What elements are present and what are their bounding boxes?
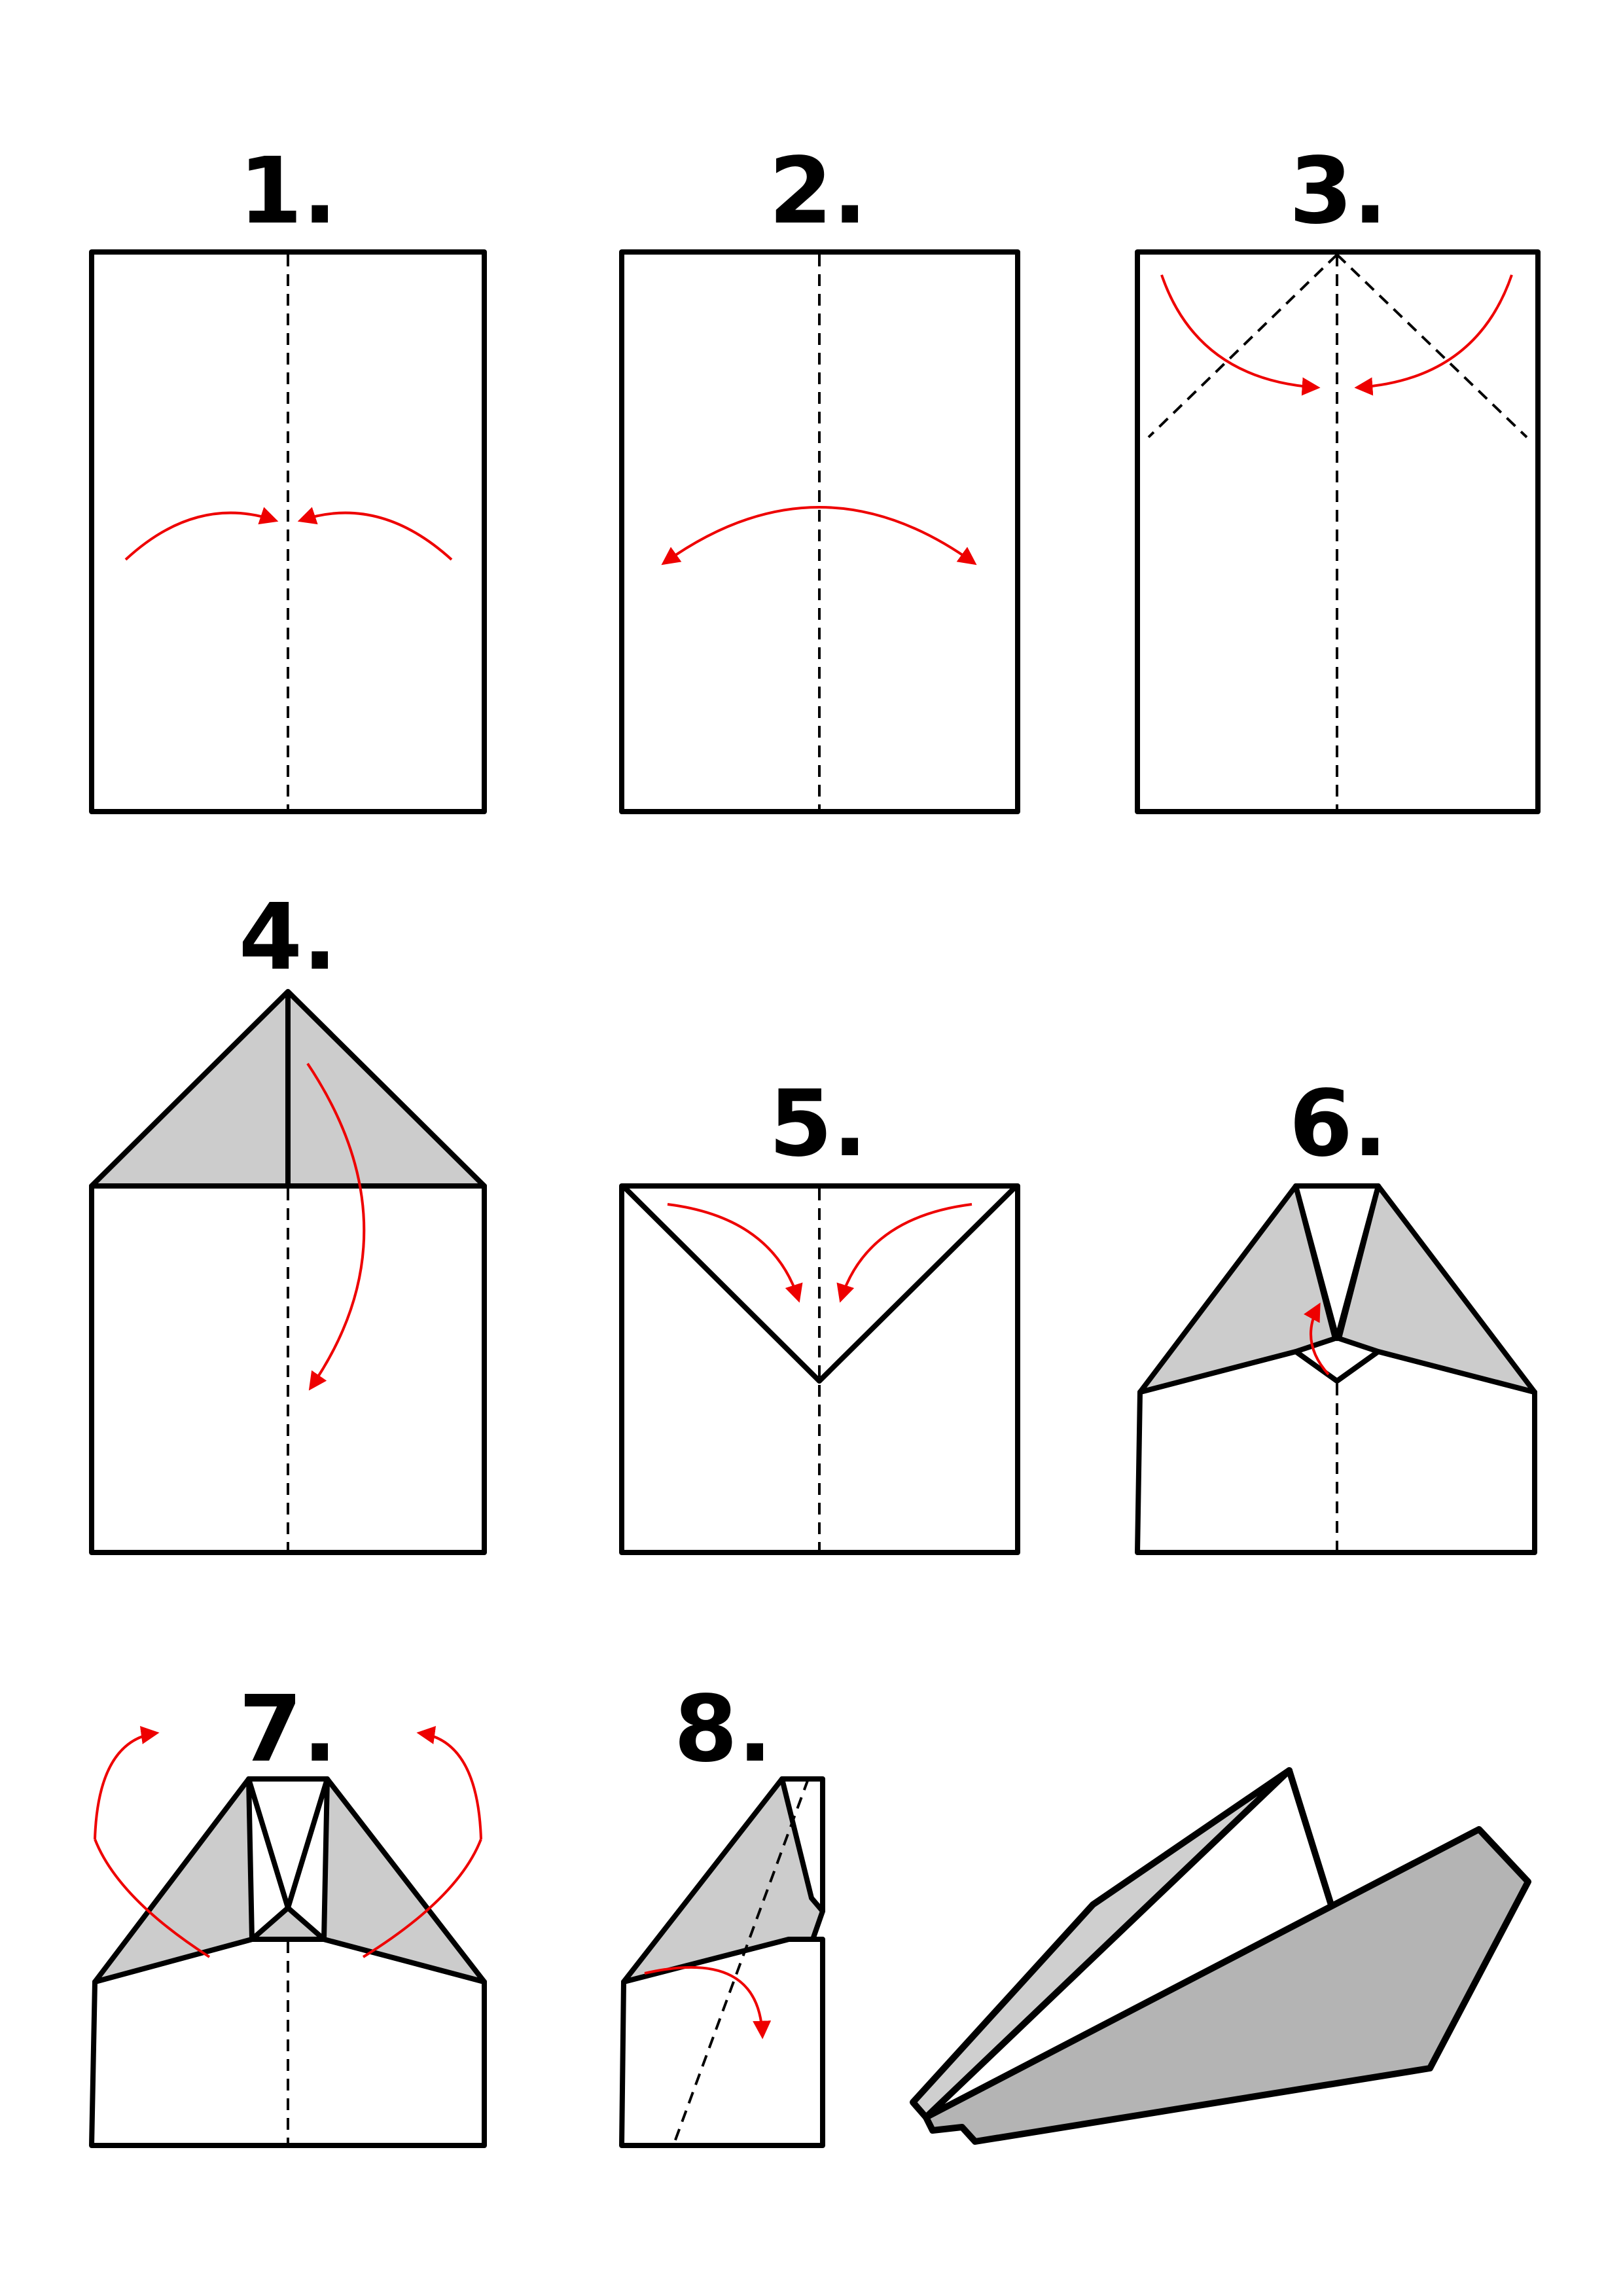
step-7-fold-arrow-right-tail [362, 1839, 482, 1958]
step-7: 7. [89, 1676, 487, 2148]
step-7-center-tab [249, 1905, 327, 1942]
step-2-unfold-arrow [661, 506, 977, 565]
step-6-tip-notch [1294, 1349, 1380, 1384]
step-6-fold-up-arrow [1303, 1302, 1330, 1376]
plane-near-wing [923, 1826, 1531, 2145]
step-1-fold-arrow-left [124, 507, 279, 561]
step-1: 1. [89, 138, 487, 814]
step-1-fold-arrow-right [297, 507, 453, 561]
step-3-fold-arrow-right [1354, 274, 1513, 396]
step-1-number: 1. [239, 138, 338, 245]
step-8-fold-down-arrow [644, 1965, 772, 2039]
step-5-fold-arrow-left [667, 1203, 803, 1303]
step-7-right-flap [321, 1776, 487, 1984]
step-5: 5. [619, 1071, 1020, 1555]
finished-paper-airplane [910, 1767, 1531, 2145]
step-7-number: 7. [239, 1676, 338, 1783]
step-7-fold-arrow-right [416, 1726, 482, 1840]
step-5-number: 5. [769, 1071, 868, 1177]
step-8-number: 8. [674, 1676, 773, 1783]
step-3-diagonal-crease-left [1147, 253, 1338, 439]
step-3: 3. [1135, 138, 1541, 814]
step-8: 8. [619, 1676, 825, 2148]
step-3-diagonal-crease-right [1336, 253, 1528, 439]
step-5-folded-edges [623, 1186, 1016, 1384]
step-7-fold-arrow-left [94, 1726, 160, 1840]
step-7-fold-arrow-left-tail [94, 1839, 211, 1958]
step-4: 4. [89, 884, 487, 1555]
step-4-number: 4. [239, 884, 338, 991]
step-6: 6. [1135, 1071, 1537, 1555]
step-4-fold-down-arrow [306, 1062, 366, 1391]
step-6-number: 6. [1289, 1071, 1388, 1177]
step-2: 2. [619, 138, 1020, 814]
step-7-left-flap [92, 1776, 255, 1984]
step-8-wing-crease [673, 1778, 810, 2144]
step-6-tip-triangle [1293, 1183, 1381, 1341]
step-7-tip-triangle [246, 1776, 330, 1910]
step-2-number: 2. [769, 138, 868, 245]
step-3-number: 3. [1289, 138, 1388, 245]
step-3-fold-arrow-left [1160, 274, 1321, 396]
step-5-fold-arrow-right [836, 1203, 972, 1303]
step-8-tip [779, 1776, 825, 1914]
